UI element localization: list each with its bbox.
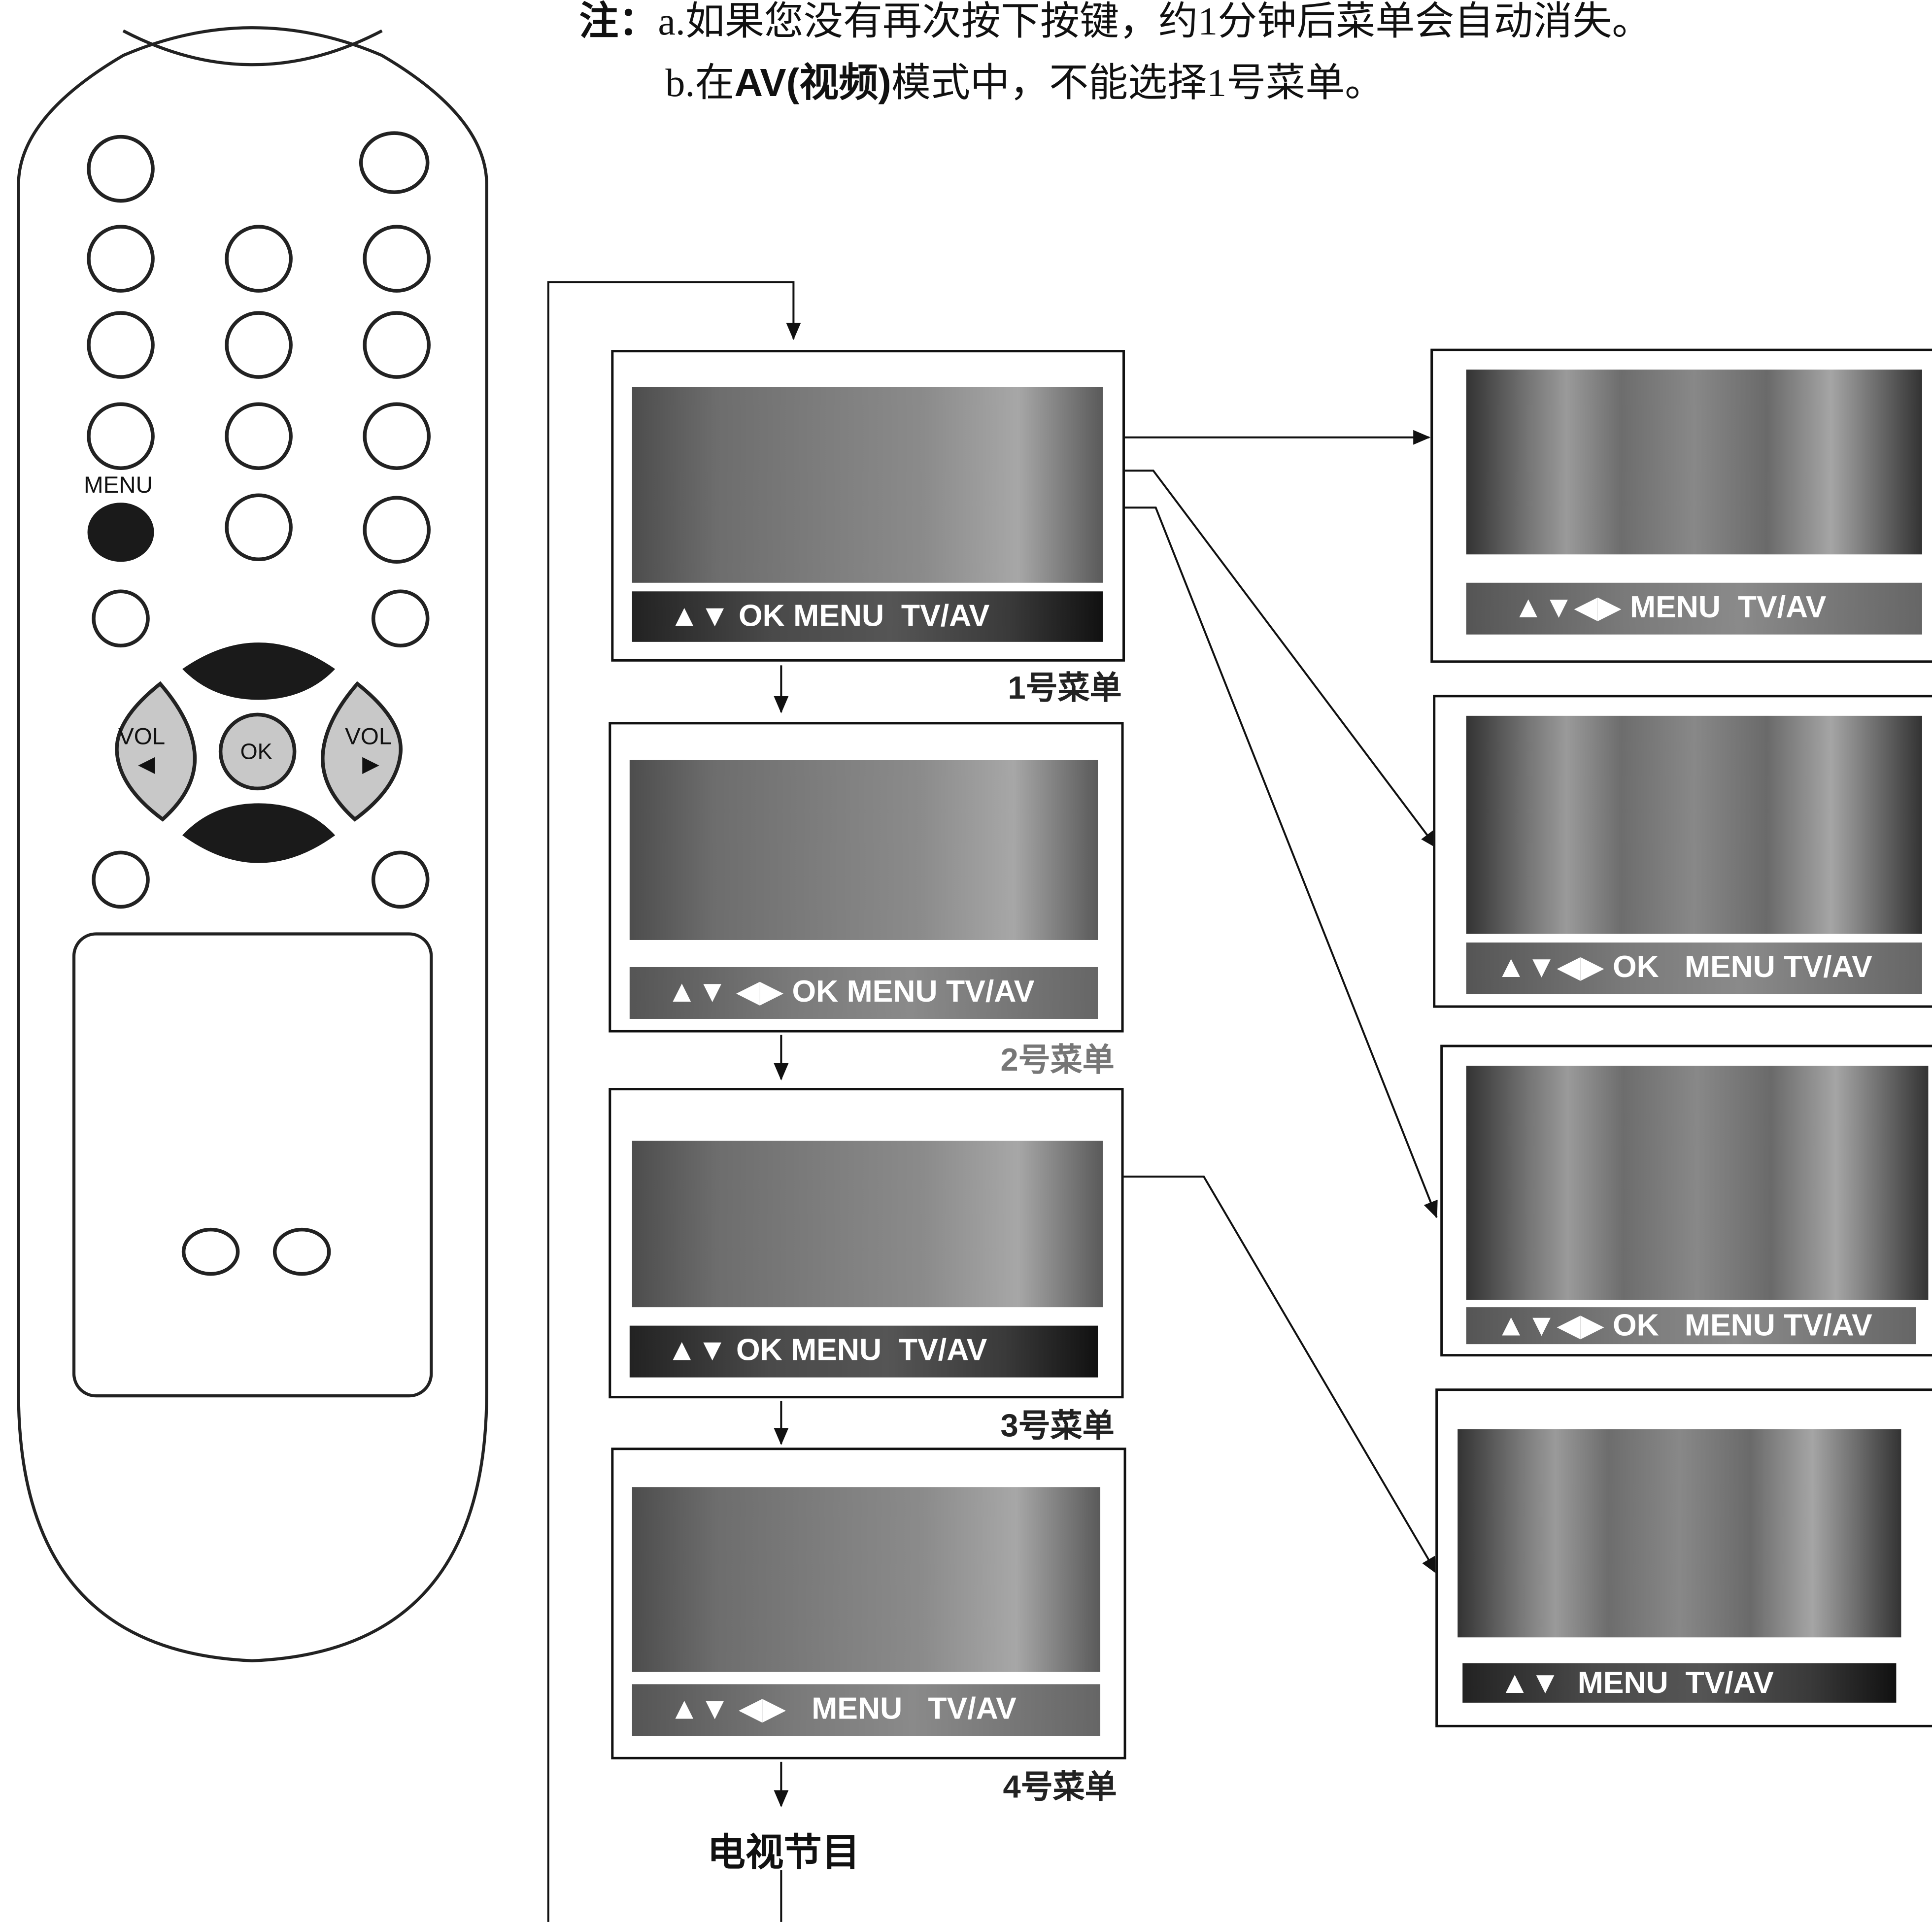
menu-3-keys: ▲▼ OK MENU TV/AV [629, 1325, 1098, 1378]
submenu-1-keys: ▲▼◀▶ MENU TV/AV [1466, 582, 1922, 635]
menu-button[interactable] [87, 503, 154, 562]
menu-4-keys: ▲▼ ◀▶ MENU TV/AV [632, 1684, 1101, 1736]
menu-4-screen [632, 1487, 1101, 1672]
submenu-1-screen [1466, 370, 1922, 555]
menu-3-caption: 3号菜单 [1000, 1407, 1115, 1444]
down-button[interactable] [182, 803, 336, 863]
ok-button[interactable] [218, 712, 297, 791]
menu-4: ▲▼ ◀▶ MENU TV/AV [611, 1448, 1126, 1759]
vol-left-label: VOL [118, 724, 166, 750]
vol-left-arrow: ◀ [138, 751, 155, 776]
menu-2-screen [629, 760, 1098, 940]
menu-button-label: MENU [84, 473, 153, 499]
up-button[interactable] [182, 642, 336, 700]
menu-2-keys: ▲▼ ◀▶ OK MENU TV/AV [629, 967, 1098, 1019]
vol-left-button[interactable] [115, 681, 197, 822]
menu-1-keys: ▲▼ OK MENU TV/AV [632, 591, 1103, 642]
remote-buttons[interactable] [87, 131, 431, 1276]
menu-3: ▲▼ OK MENU TV/AV [609, 1088, 1124, 1399]
vol-right-button[interactable] [321, 681, 403, 822]
note-line-b: b.在AV(视频)模式中，不能选择1号菜单。 [665, 60, 1385, 105]
submenu-3: ▲▼◀▶ OK MENU TV/AV [1440, 1045, 1932, 1357]
submenu-3-keys: ▲▼◀▶ OK MENU TV/AV [1466, 1307, 1916, 1345]
note-line-a: a.如果您没有再次按下按键，约1分钟后菜单会自动消失。 [658, 0, 1652, 43]
ok-button-label: OK [240, 739, 272, 764]
vol-right-arrow: ▶ [362, 751, 379, 776]
note-text: 注：a.如果您没有再次按下按键，约1分钟后菜单会自动消失。 b.在AV(视频)模式… [579, 0, 1651, 113]
menu-3-screen [632, 1141, 1103, 1308]
submenu-4-keys: ▲▼ MENU TV/AV [1462, 1663, 1897, 1703]
remote-control [17, 26, 488, 1662]
menu-4-caption: 4号菜单 [1003, 1768, 1117, 1805]
menu-2: ▲▼ ◀▶ OK MENU TV/AV [609, 722, 1124, 1033]
remote-bottom-panel [72, 932, 433, 1398]
remote-outline [17, 26, 488, 1662]
note-prefix: 注： [579, 0, 658, 43]
submenu-2-keys: ▲▼◀▶ OK MENU TV/AV [1466, 942, 1922, 994]
menu-2-caption: 2号菜单 [1000, 1041, 1115, 1079]
tv-program-label: 电视节目 [707, 1830, 860, 1874]
submenu-2-screen [1466, 715, 1922, 934]
vol-right-label: VOL [345, 724, 392, 750]
menu-1-caption: 1号菜单 [1008, 669, 1122, 706]
submenu-2: ▲▼◀▶ OK MENU TV/AV [1433, 695, 1932, 1008]
submenu-4-screen [1457, 1429, 1901, 1638]
menu-1: ▲▼ OK MENU TV/AV [611, 350, 1125, 662]
submenu-4: ▲▼ MENU TV/AV [1435, 1388, 1932, 1727]
menu-1-screen [632, 387, 1103, 583]
remote-top-arc [122, 29, 383, 67]
submenu-3-screen [1466, 1066, 1929, 1300]
submenu-1: ▲▼◀▶ MENU TV/AV [1430, 348, 1932, 663]
